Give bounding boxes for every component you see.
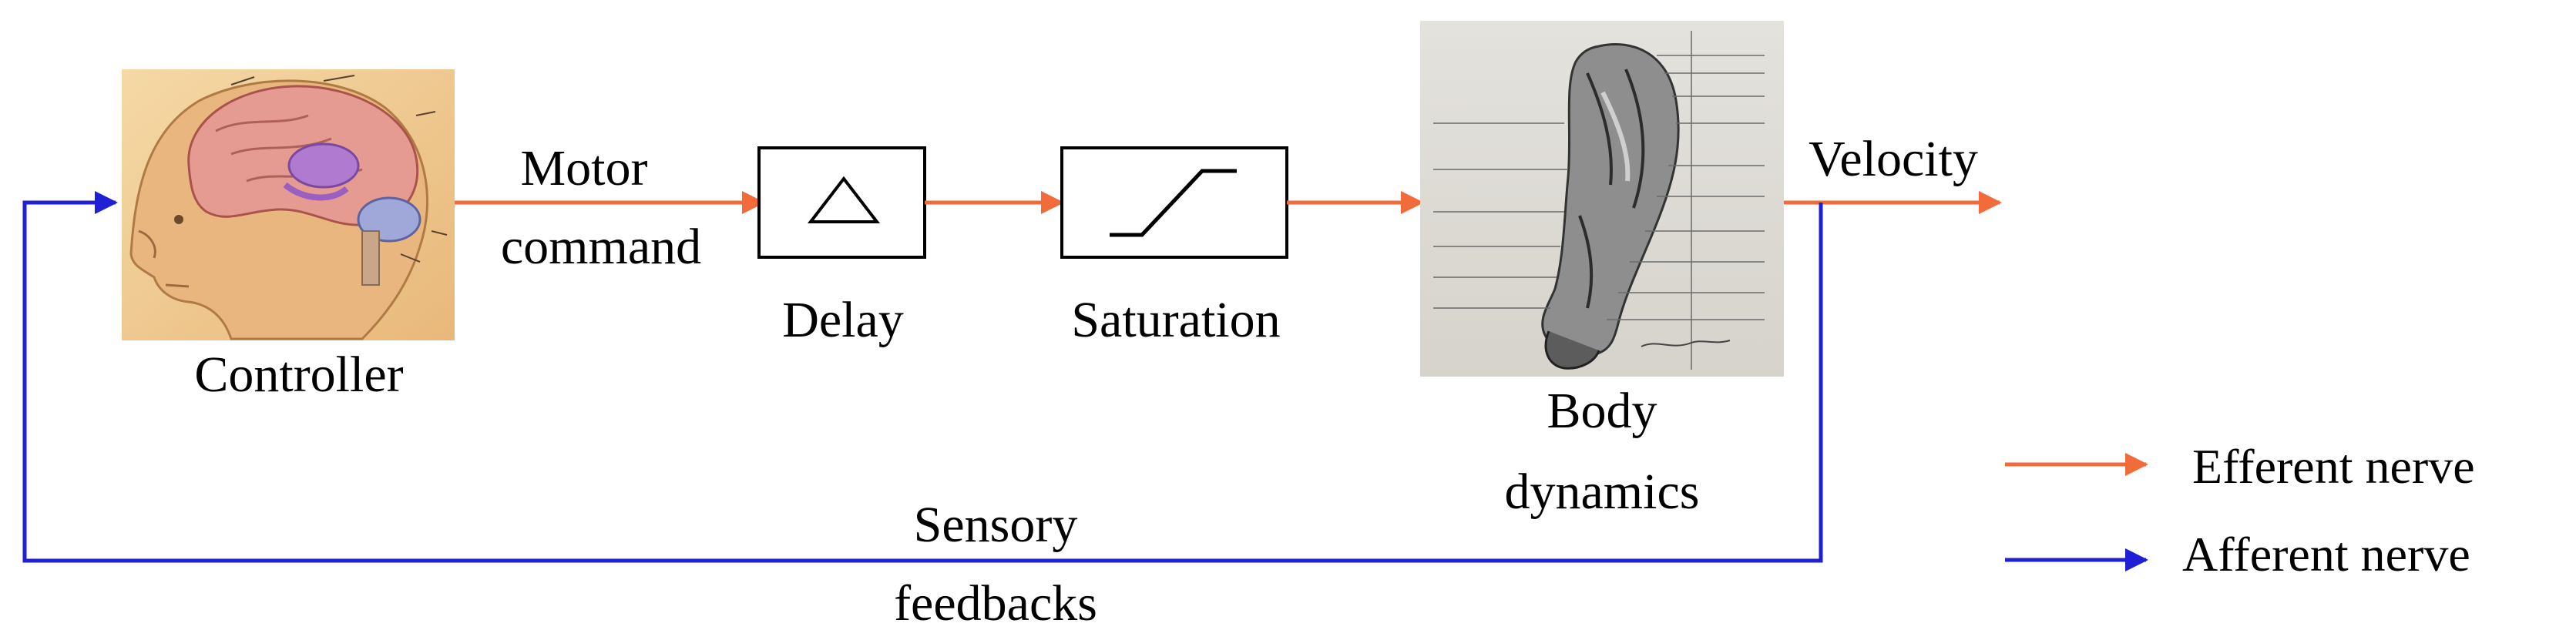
body-dynamics-image	[1420, 21, 1784, 377]
afferent-legend-label: Afferent nerve	[2182, 527, 2470, 581]
triangle-icon	[807, 176, 881, 223]
motor-command-label-line2: command	[501, 219, 701, 275]
motor-command-label-line1: Motor	[521, 140, 648, 196]
sensory-feedbacks-label-line2: feedbacks	[894, 575, 1097, 632]
delay-block	[757, 146, 926, 259]
body-dynamics-label-line1: Body	[1547, 383, 1657, 439]
sensory-feedback-path	[22, 191, 1823, 563]
saturation-curve-icon	[1110, 169, 1237, 237]
legend: Efferent nerve Afferent nerve	[2005, 439, 2475, 581]
saturation-label: Saturation	[1071, 292, 1280, 348]
controller-label: Controller	[194, 347, 403, 403]
delay-label: Delay	[782, 292, 904, 348]
efferent-legend-label: Efferent nerve	[2192, 439, 2475, 494]
sensory-feedbacks-label-line1: Sensory	[914, 497, 1078, 553]
controller-image	[122, 69, 455, 340]
body-dynamics-label-line2: dynamics	[1505, 464, 1700, 520]
velocity-label: Velocity	[1809, 131, 1978, 187]
